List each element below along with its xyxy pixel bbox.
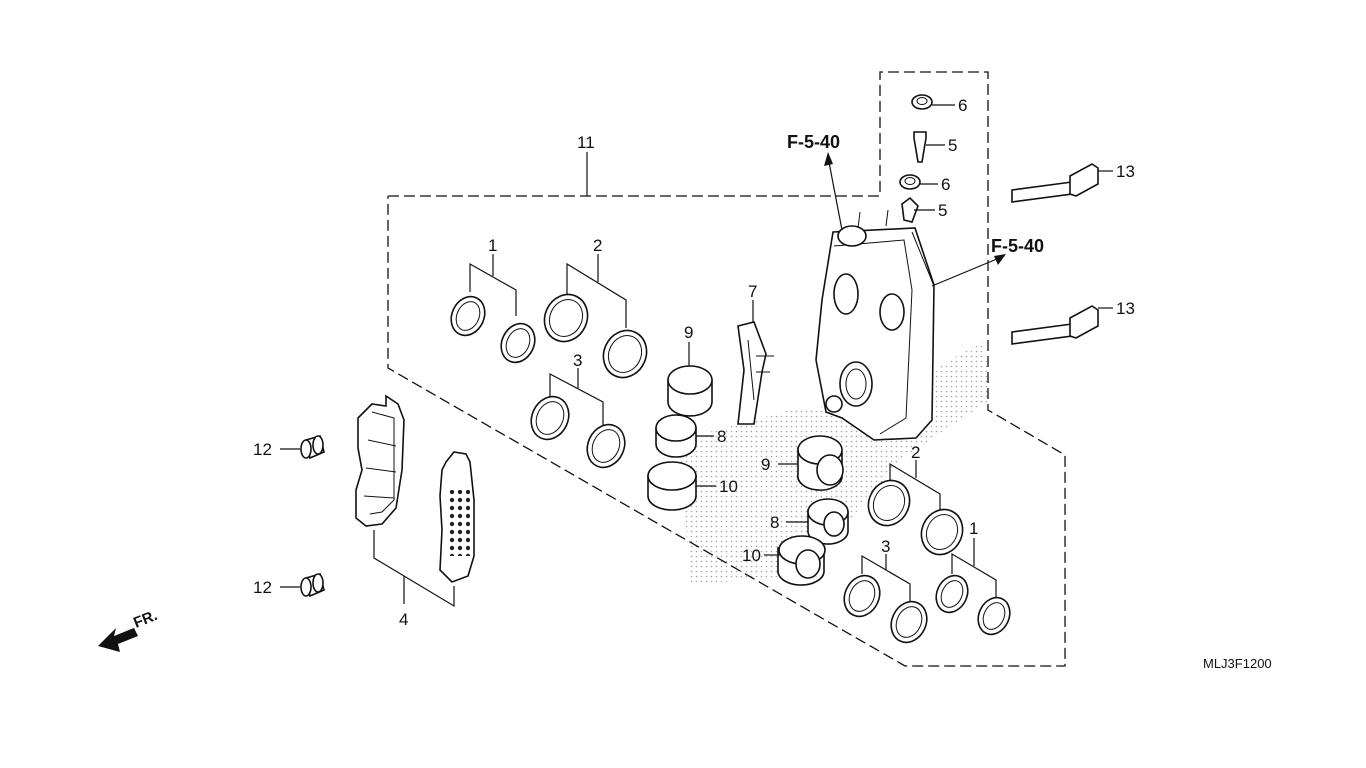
brake-pad-4-left <box>355 394 405 527</box>
ref-arrow-b <box>931 254 1006 287</box>
piston-9-lower <box>778 435 844 491</box>
part-labels: 11 1 2 3 4 7 9 8 10 12 12 6 5 6 5 13 13 … <box>253 96 1135 629</box>
sleeve-12-lower <box>280 573 325 598</box>
label-part-3-lower: 3 <box>881 537 890 556</box>
label-part-2-upper: 2 <box>593 236 602 255</box>
piston-9-upper <box>667 342 713 417</box>
diagram-code: MLJ3F1200 <box>1203 656 1272 671</box>
bleeder-cap-6-upper <box>911 94 955 110</box>
label-part-6-upper: 6 <box>958 96 967 115</box>
caliper-body <box>815 209 935 441</box>
piston-8-upper <box>655 414 714 458</box>
brake-pad-4-right <box>439 451 475 583</box>
label-part-1-lower: 1 <box>969 519 978 538</box>
front-direction-arrow: FR. <box>98 607 160 652</box>
assembly-boundary <box>387 71 1066 667</box>
label-part-13-lower: 13 <box>1116 299 1135 318</box>
label-part-3-upper: 3 <box>573 351 582 370</box>
mounting-bolt-13-lower <box>1011 305 1113 345</box>
label-part-5-lower: 5 <box>938 201 947 220</box>
front-direction-label: FR. <box>131 607 160 632</box>
bleeder-screw-5-upper <box>913 131 945 163</box>
piston-10-lower <box>764 535 826 586</box>
seal-set-2-lower <box>867 460 964 556</box>
leader-4 <box>373 530 455 608</box>
seal-set-1-upper <box>450 254 536 364</box>
piston-10-upper <box>647 461 716 511</box>
bleeder-screw-5-lower <box>901 196 935 223</box>
label-part-10-lower: 10 <box>742 546 761 565</box>
sleeve-12-upper <box>280 435 325 460</box>
pad-spring-7 <box>737 300 774 425</box>
label-part-12-upper: 12 <box>253 440 272 459</box>
label-part-2-lower: 2 <box>911 443 920 462</box>
seal-set-3-upper <box>530 368 626 469</box>
label-part-8-upper: 8 <box>717 427 726 446</box>
label-part-4: 4 <box>399 610 408 629</box>
bleeder-cap-6-lower <box>899 174 938 190</box>
label-part-8-lower: 8 <box>770 513 779 532</box>
label-part-11: 11 <box>577 133 595 152</box>
label-part-5-upper: 5 <box>948 136 957 155</box>
ref-label-a: F-5-40 <box>787 132 840 152</box>
label-part-9-upper: 9 <box>684 323 693 342</box>
label-part-7: 7 <box>748 282 757 301</box>
seal-set-2-upper <box>543 254 648 379</box>
mounting-bolt-13-upper <box>1011 163 1113 203</box>
seal-set-1-lower <box>935 538 1011 636</box>
piston-8-lower <box>786 498 849 545</box>
seal-set-3-lower <box>843 554 928 644</box>
label-part-12-lower: 12 <box>253 578 272 597</box>
ref-label-b: F-5-40 <box>991 236 1044 256</box>
ref-arrow-a <box>824 152 843 231</box>
label-part-10-upper: 10 <box>719 477 738 496</box>
label-part-6-lower: 6 <box>941 175 950 194</box>
label-part-13-upper: 13 <box>1116 162 1135 181</box>
label-part-9-lower: 9 <box>761 455 770 474</box>
label-part-1-upper: 1 <box>488 236 497 255</box>
